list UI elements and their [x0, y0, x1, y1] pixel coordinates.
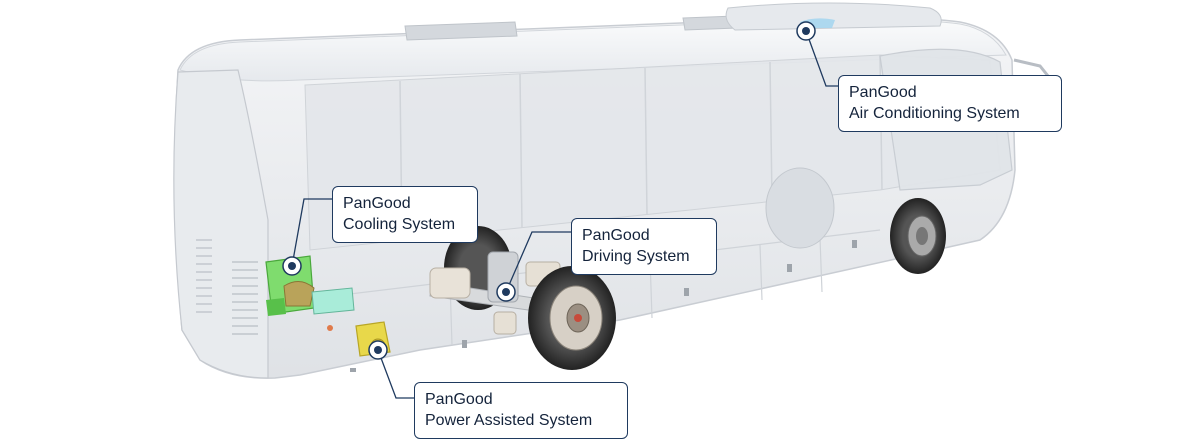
roof-ac-units: [404, 2, 942, 41]
target-marker-air-conditioning: [796, 21, 816, 41]
callout-system-name: Air Conditioning System: [849, 105, 1020, 122]
callout-system-name: Power Assisted System: [425, 412, 593, 429]
front-wheel: [890, 198, 946, 274]
callout-system-name: Cooling System: [343, 216, 456, 233]
callout-cooling-system[interactable]: PanGood Cooling System: [332, 186, 478, 243]
cooling-system-component: [265, 255, 355, 331]
target-marker-power-assisted: [368, 340, 388, 360]
callout-air-conditioning-system[interactable]: PanGood Air Conditioning System: [838, 75, 1062, 132]
driving-system-component: [429, 226, 616, 370]
wheel-arch-front: [765, 167, 835, 249]
target-marker-driving: [496, 282, 516, 302]
callout-brand: PanGood: [343, 195, 411, 212]
callout-brand: PanGood: [849, 84, 917, 101]
callout-driving-system[interactable]: PanGood Driving System: [571, 218, 717, 275]
target-marker-cooling: [282, 256, 302, 276]
leader-lines: [291, 30, 838, 399]
callout-power-assisted-system[interactable]: PanGood Power Assisted System: [414, 382, 628, 439]
callout-brand: PanGood: [582, 227, 650, 244]
callout-system-name: Driving System: [582, 248, 690, 265]
callout-brand: PanGood: [425, 391, 493, 408]
bus-body: [173, 16, 1050, 379]
